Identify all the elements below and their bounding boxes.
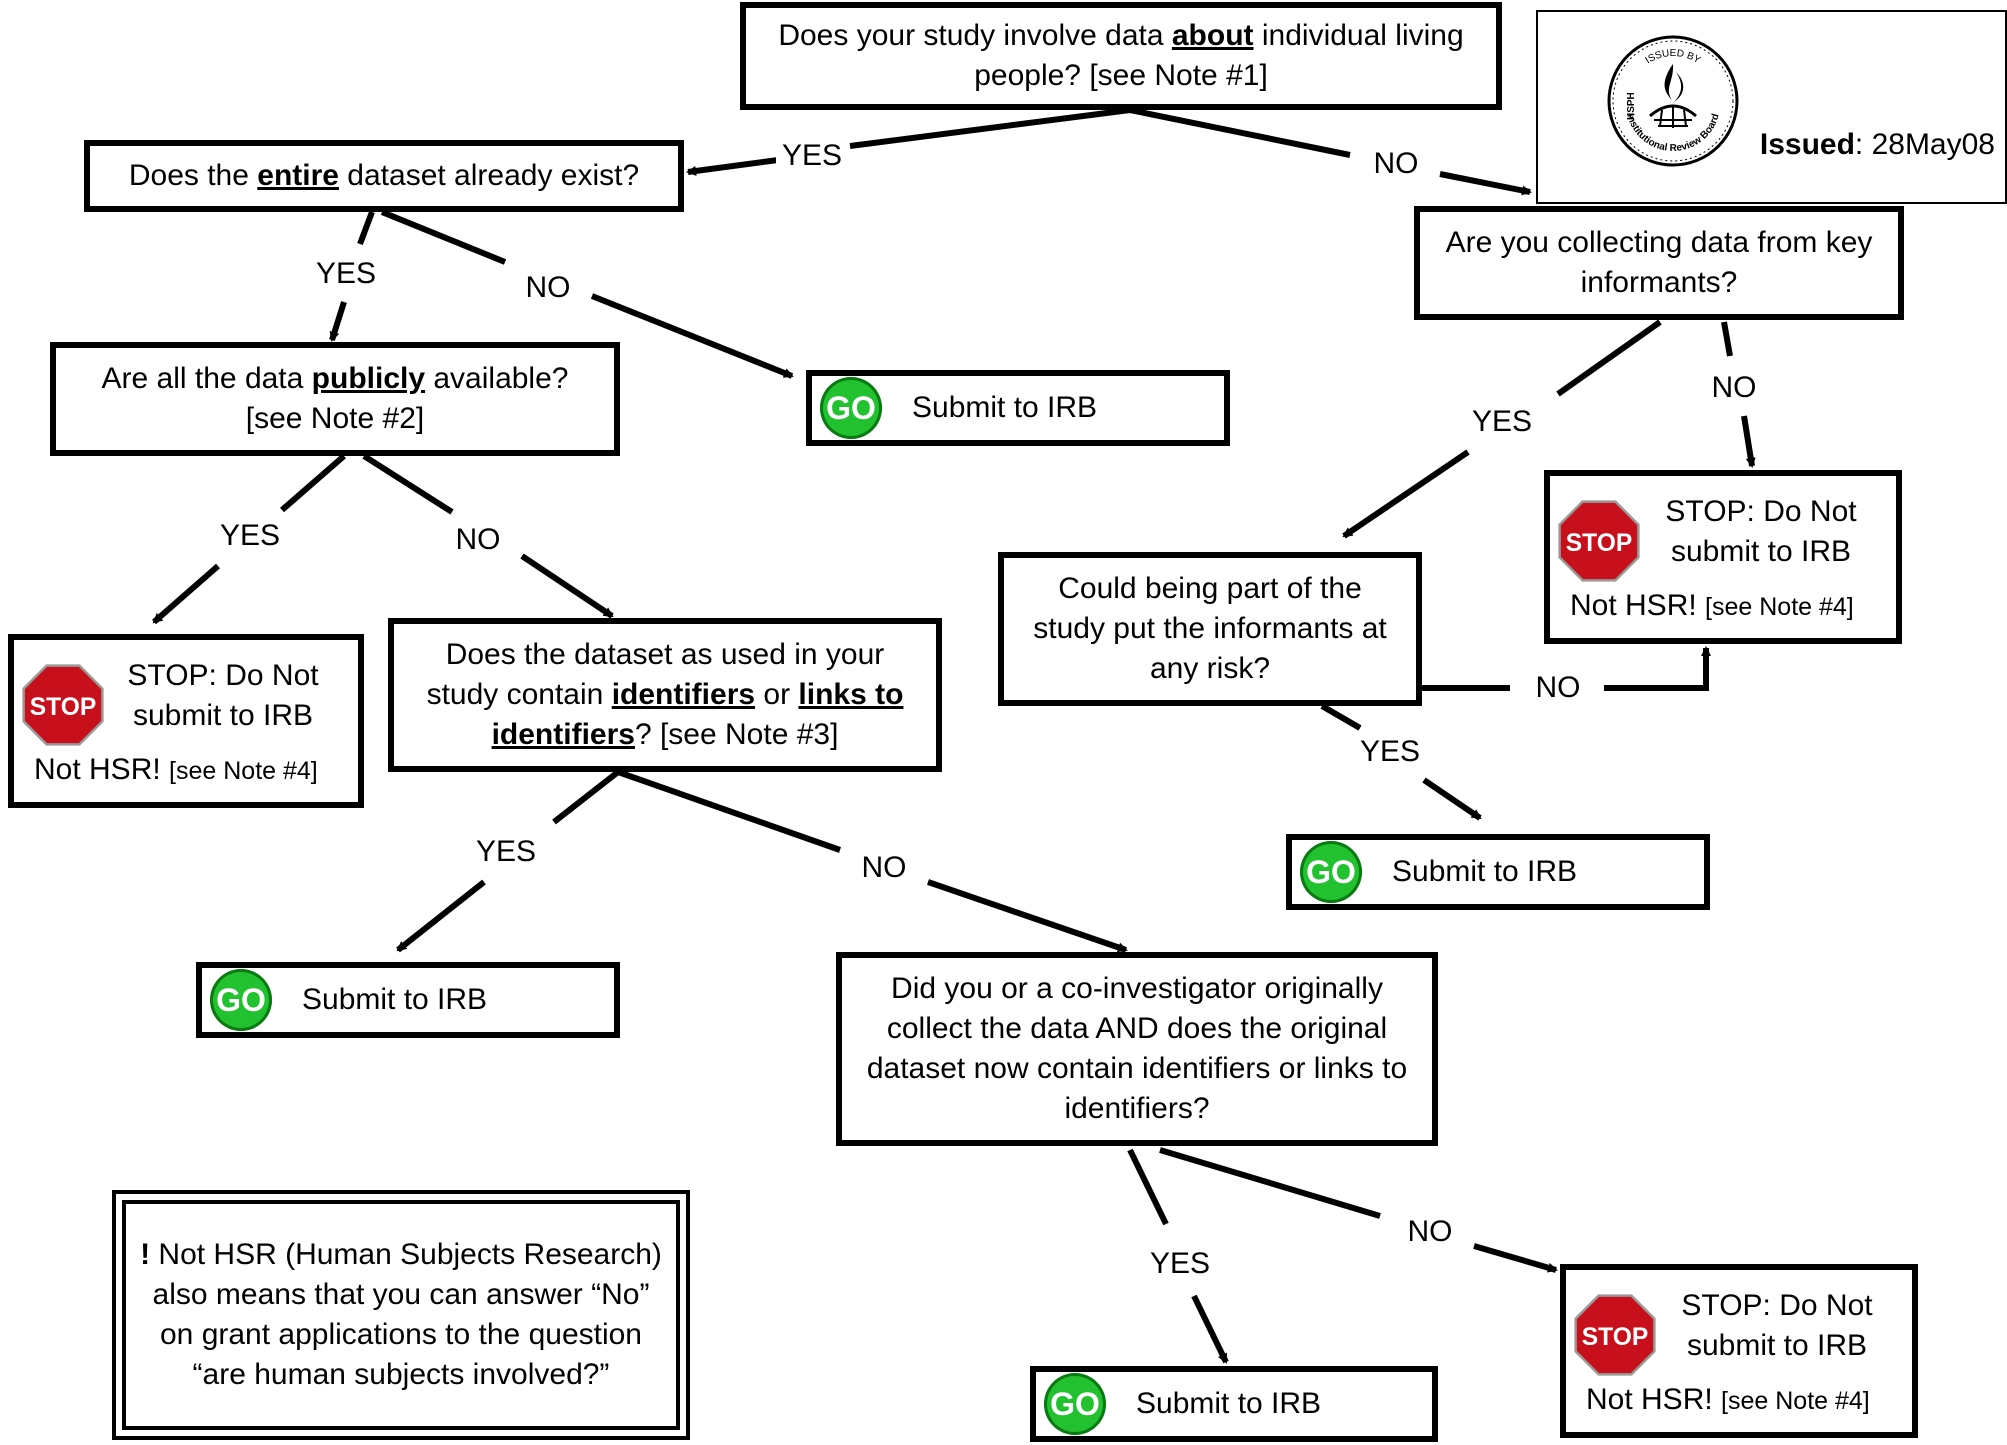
go-submit-box: GO Submit to IRB [196, 962, 620, 1038]
edge-label-no: NO [1705, 373, 1763, 403]
flow-line [1159, 1147, 1381, 1219]
stop-sign-icon: STOP [1574, 1294, 1656, 1376]
go-label: Submit to IRB [912, 391, 1098, 424]
flow-arrow [1473, 1243, 1558, 1273]
flow-arrow [329, 301, 347, 342]
question-informant-risk: Could being part of the study put the in… [998, 552, 1422, 706]
footnote-text: Not HSR (Human Subjects Research) also m… [150, 1238, 662, 1391]
flow-arrow [686, 157, 779, 176]
flow-line [552, 769, 620, 825]
flow-line [1721, 321, 1733, 357]
flow-line [280, 453, 346, 513]
edge-label-yes: YES [1353, 737, 1427, 767]
go-badge-icon: GO [820, 377, 882, 439]
edge-label-yes: YES [213, 521, 287, 551]
flow-line [1127, 1148, 1169, 1226]
go-badge-icon: GO [1300, 841, 1362, 903]
flow-arrow [152, 563, 220, 625]
issued-date: Issued: 28May08 [1759, 128, 1995, 161]
edge-label-yes: YES [1465, 407, 1539, 437]
edge-label-no: NO [519, 273, 577, 303]
stop-sign-icon: STOP [1558, 500, 1640, 582]
edge-label-no: NO [449, 525, 507, 555]
question-original-collection: Did you or a co-investigator originally … [836, 952, 1438, 1146]
flow-arrow [927, 879, 1128, 953]
edge-label-yes: YES [469, 837, 543, 867]
edge-label-no: NO [1401, 1217, 1459, 1247]
svg-text:STOP: STOP [1566, 530, 1633, 557]
flow-arrow [1604, 646, 1711, 691]
flow-line [1320, 703, 1362, 731]
flow-line [362, 453, 454, 515]
edge-label-yes: YES [1143, 1249, 1217, 1279]
edge-label-yes: YES [775, 141, 849, 171]
go-label: Submit to IRB [302, 983, 488, 1016]
flow-line [380, 209, 507, 265]
edge-label-no: NO [1367, 149, 1425, 179]
edge-label-yes: YES [309, 259, 383, 289]
flow-arrow [1422, 777, 1482, 821]
edge-label-no: NO [1529, 673, 1587, 703]
irb-seal-logo: ISSUED BY HSPH Institutional Review Boar… [1607, 35, 1739, 167]
flow-arrow [1342, 449, 1470, 539]
question-entire-dataset-exists: Does the entire dataset already exist? [84, 140, 684, 212]
go-badge-icon: GO [210, 969, 272, 1031]
stop-not-hsr-box: STOP STOP: Do Not submit to IRB Not HSR!… [1560, 1264, 1918, 1438]
go-badge-icon: GO [1044, 1373, 1106, 1435]
flow-arrow [1741, 415, 1756, 468]
go-label: Submit to IRB [1392, 855, 1578, 888]
flow-line [1556, 319, 1662, 397]
svg-text:STOP: STOP [30, 694, 97, 721]
footnote-box: ! Not HSR (Human Subjects Research) also… [112, 1190, 690, 1440]
go-label: Submit to IRB [1136, 1387, 1322, 1420]
flow-line [357, 210, 375, 246]
go-submit-box: GO Submit to IRB [806, 370, 1230, 446]
stop-not-hsr-box: STOP STOP: Do Not submit to IRB Not HSR!… [8, 634, 364, 808]
svg-text:STOP: STOP [1582, 1324, 1649, 1351]
issued-stamp-box: ISSUED BY HSPH Institutional Review Boar… [1536, 10, 2007, 204]
go-submit-box: GO Submit to IRB [1286, 834, 1710, 910]
flow-arrow [520, 553, 614, 619]
question-contains-identifiers: Does the dataset as used in your study c… [388, 618, 942, 772]
go-submit-box: GO Submit to IRB [1030, 1366, 1438, 1442]
stop-not-hsr-box: STOP STOP: Do Not submit to IRB Not HSR!… [1544, 470, 1902, 644]
flow-line [617, 769, 841, 853]
footnote-bang: ! [140, 1238, 151, 1271]
flow-arrow [590, 293, 794, 379]
stop-sign-icon: STOP [22, 664, 104, 746]
svg-text:HSPH: HSPH [1626, 92, 1637, 120]
flow-arrow [1439, 171, 1532, 196]
edge-label-no: NO [855, 853, 913, 883]
question-data-about-people: Does your study involve data about indiv… [740, 2, 1502, 110]
flow-line [849, 107, 1131, 149]
flow-arrow [1191, 1294, 1229, 1364]
question-key-informants: Are you collecting data from key informa… [1414, 206, 1904, 320]
question-data-publicly-available: Are all the data publicly available? [se… [50, 342, 620, 456]
flow-line [1129, 107, 1351, 158]
flow-arrow [396, 879, 486, 953]
